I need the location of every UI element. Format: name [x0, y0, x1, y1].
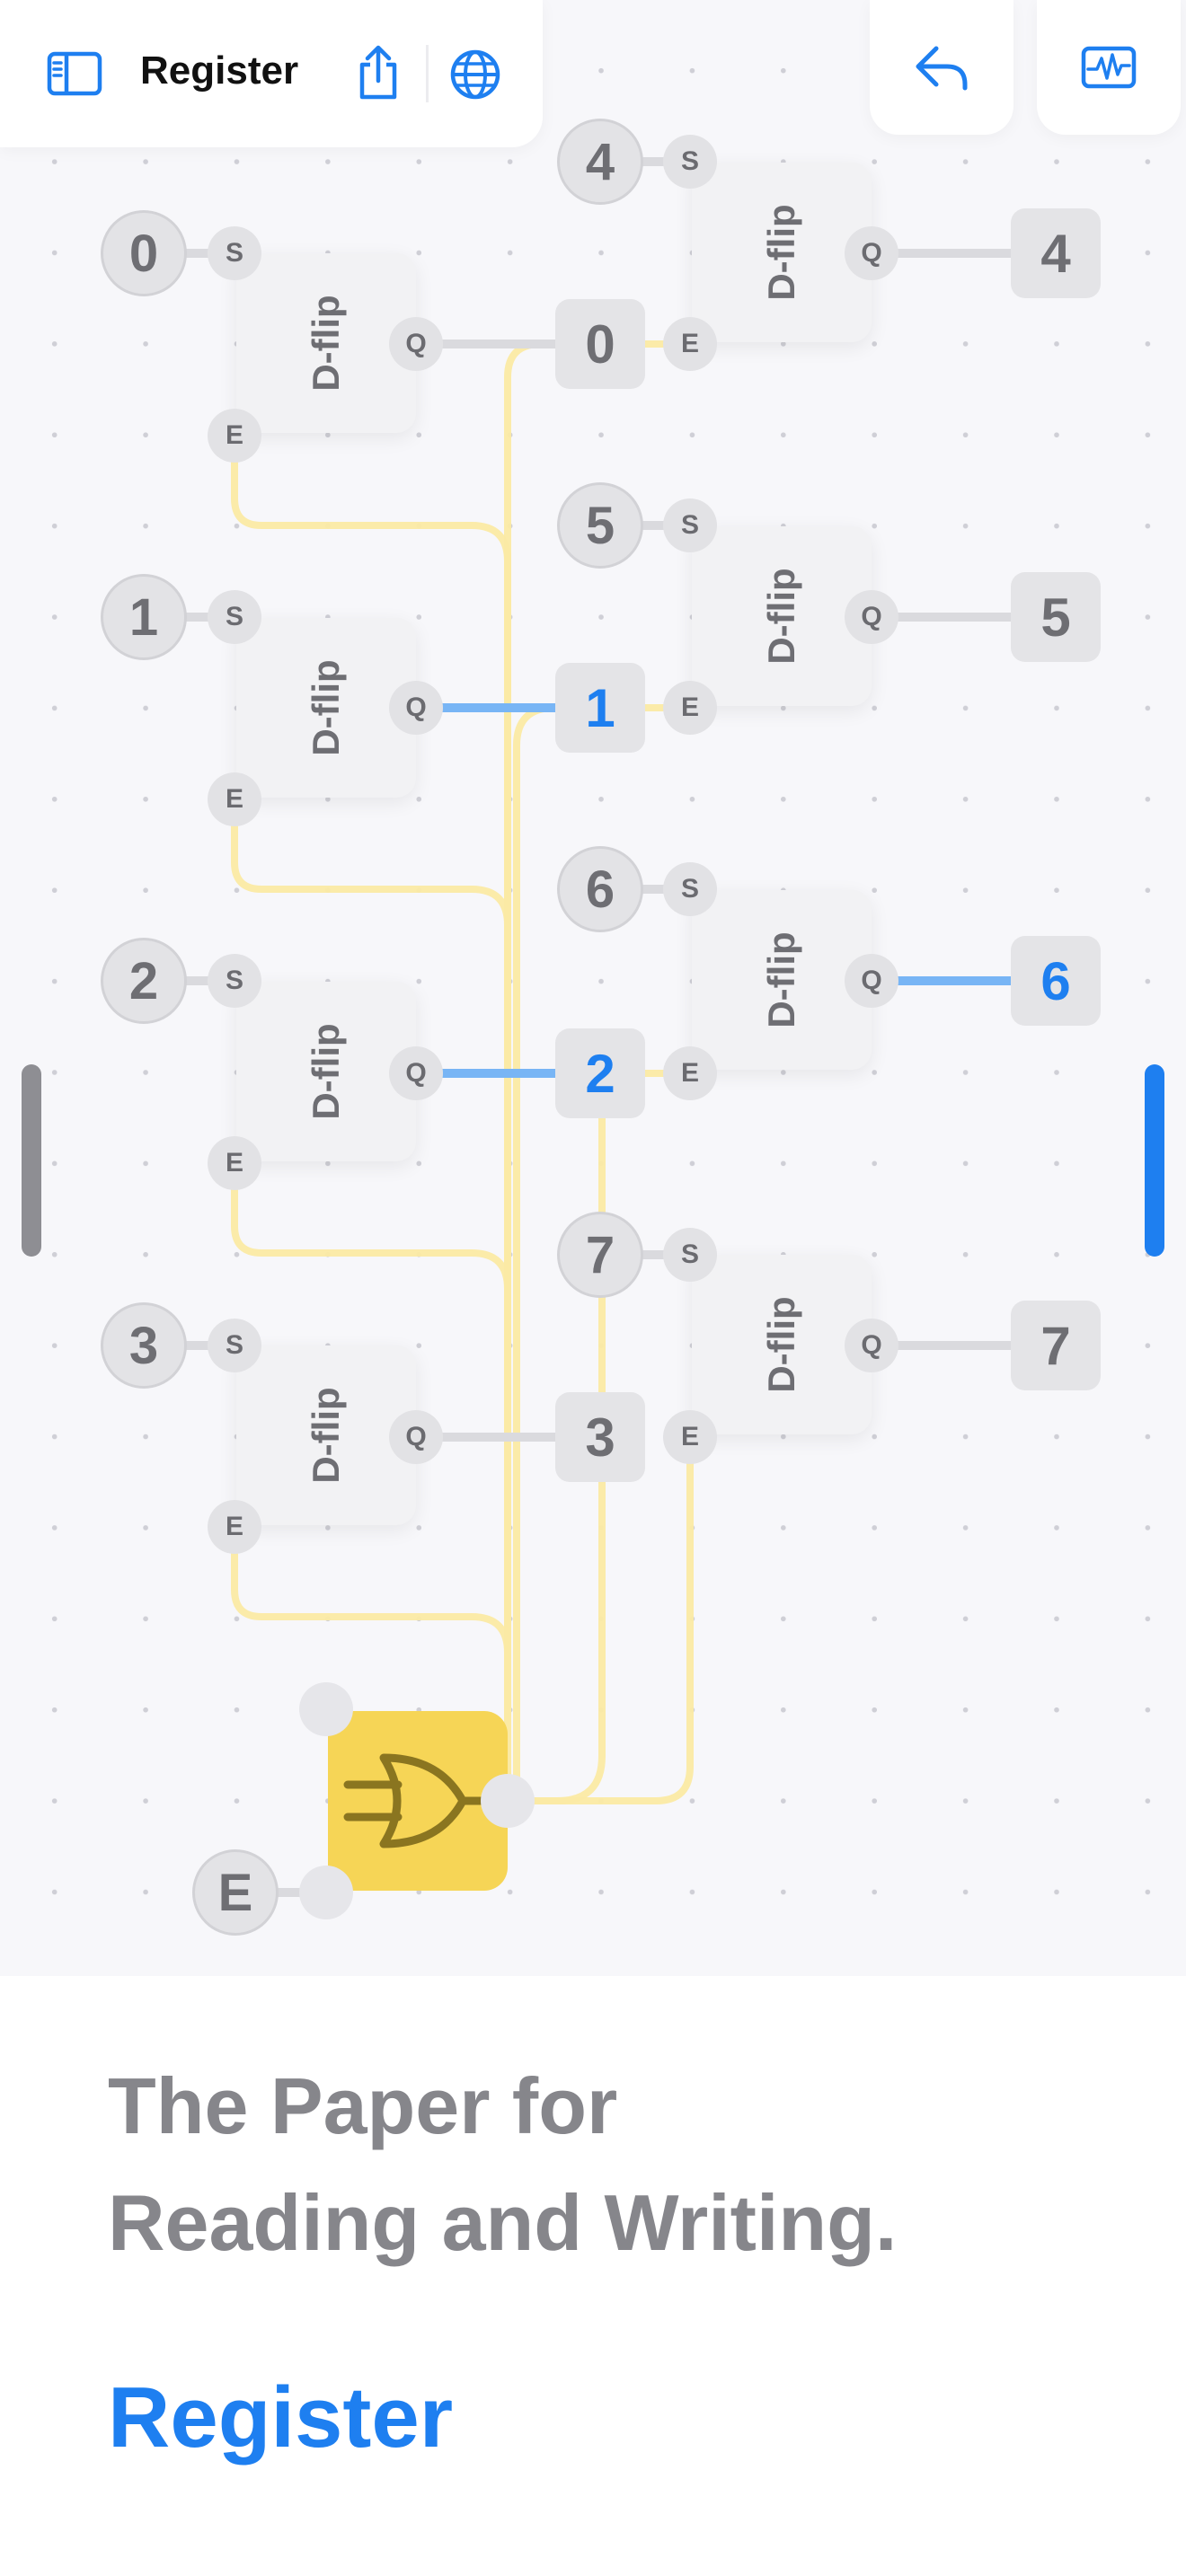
or-gate-input-pin[interactable] [299, 1866, 353, 1919]
output-pin[interactable]: Q [389, 681, 443, 735]
enable-pin[interactable]: E [663, 317, 717, 371]
output-display-0: 0 [555, 299, 645, 389]
circuit-canvas[interactable]: D-flip D-flip D-flip D-flip D-flip D-fli… [0, 0, 1186, 1976]
output-pin[interactable]: Q [389, 1410, 443, 1464]
enable-pin[interactable]: E [663, 1410, 717, 1464]
output-pin[interactable]: Q [389, 1046, 443, 1100]
flip-flop-label: D-flip [760, 931, 802, 1028]
share-icon[interactable] [354, 43, 403, 102]
flip-flop-label: D-flip [305, 1023, 347, 1120]
tagline-line-1: The Paper for [108, 2061, 618, 2150]
input-switch-3[interactable]: 3 [101, 1302, 187, 1389]
toolbar-divider [426, 45, 429, 102]
tagline-line-2: Reading and Writing. [108, 2178, 898, 2267]
input-switch-6[interactable]: 6 [557, 846, 643, 932]
activity-button[interactable] [1037, 0, 1181, 135]
output-display-1: 1 [555, 663, 645, 753]
input-switch-2[interactable]: 2 [101, 938, 187, 1024]
set-pin[interactable]: S [208, 226, 261, 280]
input-switch-0[interactable]: 0 [101, 210, 187, 296]
set-pin[interactable]: S [663, 498, 717, 552]
enable-pin[interactable]: E [663, 1046, 717, 1100]
undo-arrow-icon [916, 46, 968, 91]
d-flip-flop-2[interactable]: D-flip [236, 982, 416, 1161]
d-flip-flop-3[interactable]: D-flip [236, 1345, 416, 1525]
set-pin[interactable]: S [663, 862, 717, 916]
or-gate-output-pin[interactable] [481, 1774, 535, 1828]
input-switch-1[interactable]: 1 [101, 574, 187, 660]
enable-pin[interactable]: E [208, 772, 261, 826]
output-pin[interactable]: Q [845, 954, 898, 1008]
output-display-7: 7 [1011, 1301, 1101, 1390]
set-pin[interactable]: S [208, 1319, 261, 1372]
d-flip-flop-6[interactable]: D-flip [692, 890, 872, 1070]
flip-flop-label: D-flip [305, 659, 347, 756]
enable-pin[interactable]: E [208, 409, 261, 463]
enable-pin[interactable]: E [208, 1500, 261, 1554]
d-flip-flop-1[interactable]: D-flip [236, 618, 416, 798]
d-flip-flop-0[interactable]: D-flip [236, 253, 416, 433]
globe-icon[interactable] [449, 49, 501, 101]
input-switch-4[interactable]: 4 [557, 119, 643, 205]
enable-pin[interactable]: E [663, 681, 717, 735]
output-pin[interactable]: Q [389, 317, 443, 371]
left-panel-handle[interactable] [22, 1064, 41, 1257]
or-gate[interactable] [328, 1711, 508, 1891]
sidebar-icon[interactable] [47, 50, 102, 97]
output-pin[interactable]: Q [845, 590, 898, 644]
flip-flop-label: D-flip [305, 1387, 347, 1484]
enable-switch[interactable]: E [192, 1849, 279, 1936]
flip-flop-label: D-flip [760, 568, 802, 665]
tagline: The Paper for Reading and Writing. [108, 2048, 1096, 2281]
d-flip-flop-5[interactable]: D-flip [692, 526, 872, 706]
register-link[interactable]: Register [108, 2369, 454, 2466]
input-switch-5[interactable]: 5 [557, 482, 643, 569]
output-display-4: 4 [1011, 208, 1101, 298]
set-pin[interactable]: S [663, 135, 717, 189]
waveform-icon [1081, 46, 1137, 89]
bottom-panel [0, 1976, 1186, 2576]
flip-flop-label: D-flip [760, 1296, 802, 1393]
input-switch-7[interactable]: 7 [557, 1212, 643, 1298]
d-flip-flop-4[interactable]: D-flip [692, 163, 872, 342]
output-display-3: 3 [555, 1392, 645, 1482]
set-pin[interactable]: S [663, 1228, 717, 1282]
output-pin[interactable]: Q [845, 226, 898, 280]
set-pin[interactable]: S [208, 954, 261, 1008]
output-display-2: 2 [555, 1028, 645, 1118]
top-toolbar: Register [0, 0, 543, 147]
flip-flop-label: D-flip [760, 204, 802, 301]
set-pin[interactable]: S [208, 590, 261, 644]
enable-pin[interactable]: E [208, 1136, 261, 1190]
or-gate-icon [343, 1753, 494, 1848]
document-title[interactable]: Register [140, 49, 299, 93]
undo-button[interactable] [870, 0, 1013, 135]
output-display-6: 6 [1011, 936, 1101, 1026]
d-flip-flop-7[interactable]: D-flip [692, 1255, 872, 1434]
output-pin[interactable]: Q [845, 1319, 898, 1372]
or-gate-input-pin[interactable] [299, 1682, 353, 1736]
flip-flop-label: D-flip [305, 295, 347, 392]
output-display-5: 5 [1011, 572, 1101, 662]
right-panel-handle[interactable] [1145, 1064, 1164, 1257]
